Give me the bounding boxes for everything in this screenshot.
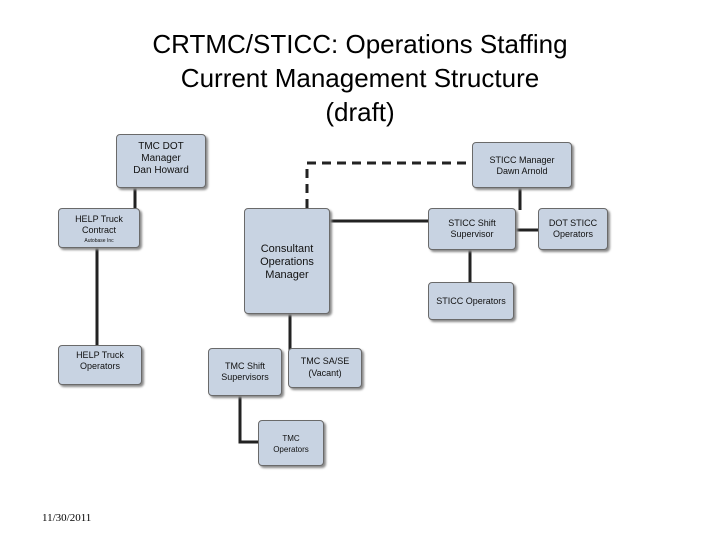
- footer-date: 11/30/2011: [42, 512, 92, 524]
- title-line-1: CRTMC/STICC: Operations Staffing: [152, 29, 568, 59]
- node-tmc-shift-supervisors-label: TMC Shift Supervisors: [221, 361, 269, 382]
- node-tmc-operators-label: TMC Operators: [273, 434, 309, 454]
- node-help-truck-contract-label: HELP Truck Contract: [75, 214, 123, 235]
- node-tmc-dot-manager-label: TMC DOT Manager Dan Howard: [133, 141, 189, 176]
- node-help-truck-contract-sub: Autobase Inc: [84, 238, 114, 244]
- node-sticc-manager-label: STICC Manager Dawn Arnold: [489, 155, 555, 176]
- node-sticc-shift-supervisor-label: STICC Shift Supervisor: [448, 218, 496, 239]
- node-help-truck-contract: HELP Truck Contract Autobase Inc: [58, 208, 140, 248]
- node-dot-sticc-operators: DOT STICC Operators: [538, 208, 608, 250]
- node-sticc-shift-supervisor: STICC Shift Supervisor: [428, 208, 516, 250]
- title-line-2: Current Management Structure: [180, 63, 540, 93]
- node-tmc-operators: TMC Operators: [258, 420, 324, 466]
- node-consultant-operations-manager-label: Consultant Operations Manager: [260, 243, 314, 281]
- node-sticc-manager: STICC Manager Dawn Arnold: [472, 142, 572, 188]
- node-tmc-dot-manager: TMC DOT Manager Dan Howard: [116, 134, 206, 188]
- dotted-reporting-line: [305, 161, 474, 208]
- node-sticc-operators-label: STICC Operators: [436, 296, 506, 306]
- node-dot-sticc-operators-label: DOT STICC Operators: [548, 218, 598, 239]
- node-sticc-operators: STICC Operators: [428, 282, 514, 320]
- node-help-truck-operators: HELP Truck Operators: [58, 345, 142, 385]
- node-tmc-sa-se: TMC SA/SE (Vacant): [288, 348, 362, 388]
- node-tmc-sa-se-label: TMC SA/SE (Vacant): [300, 356, 350, 378]
- node-help-truck-operators-label: HELP Truck Operators: [76, 350, 124, 371]
- connector-tmc-shift-to-operators: [238, 395, 258, 444]
- title-line-3: (draft): [325, 97, 395, 127]
- node-tmc-shift-supervisors: TMC Shift Supervisors: [208, 348, 282, 396]
- node-consultant-operations-manager: Consultant Operations Manager: [244, 208, 330, 314]
